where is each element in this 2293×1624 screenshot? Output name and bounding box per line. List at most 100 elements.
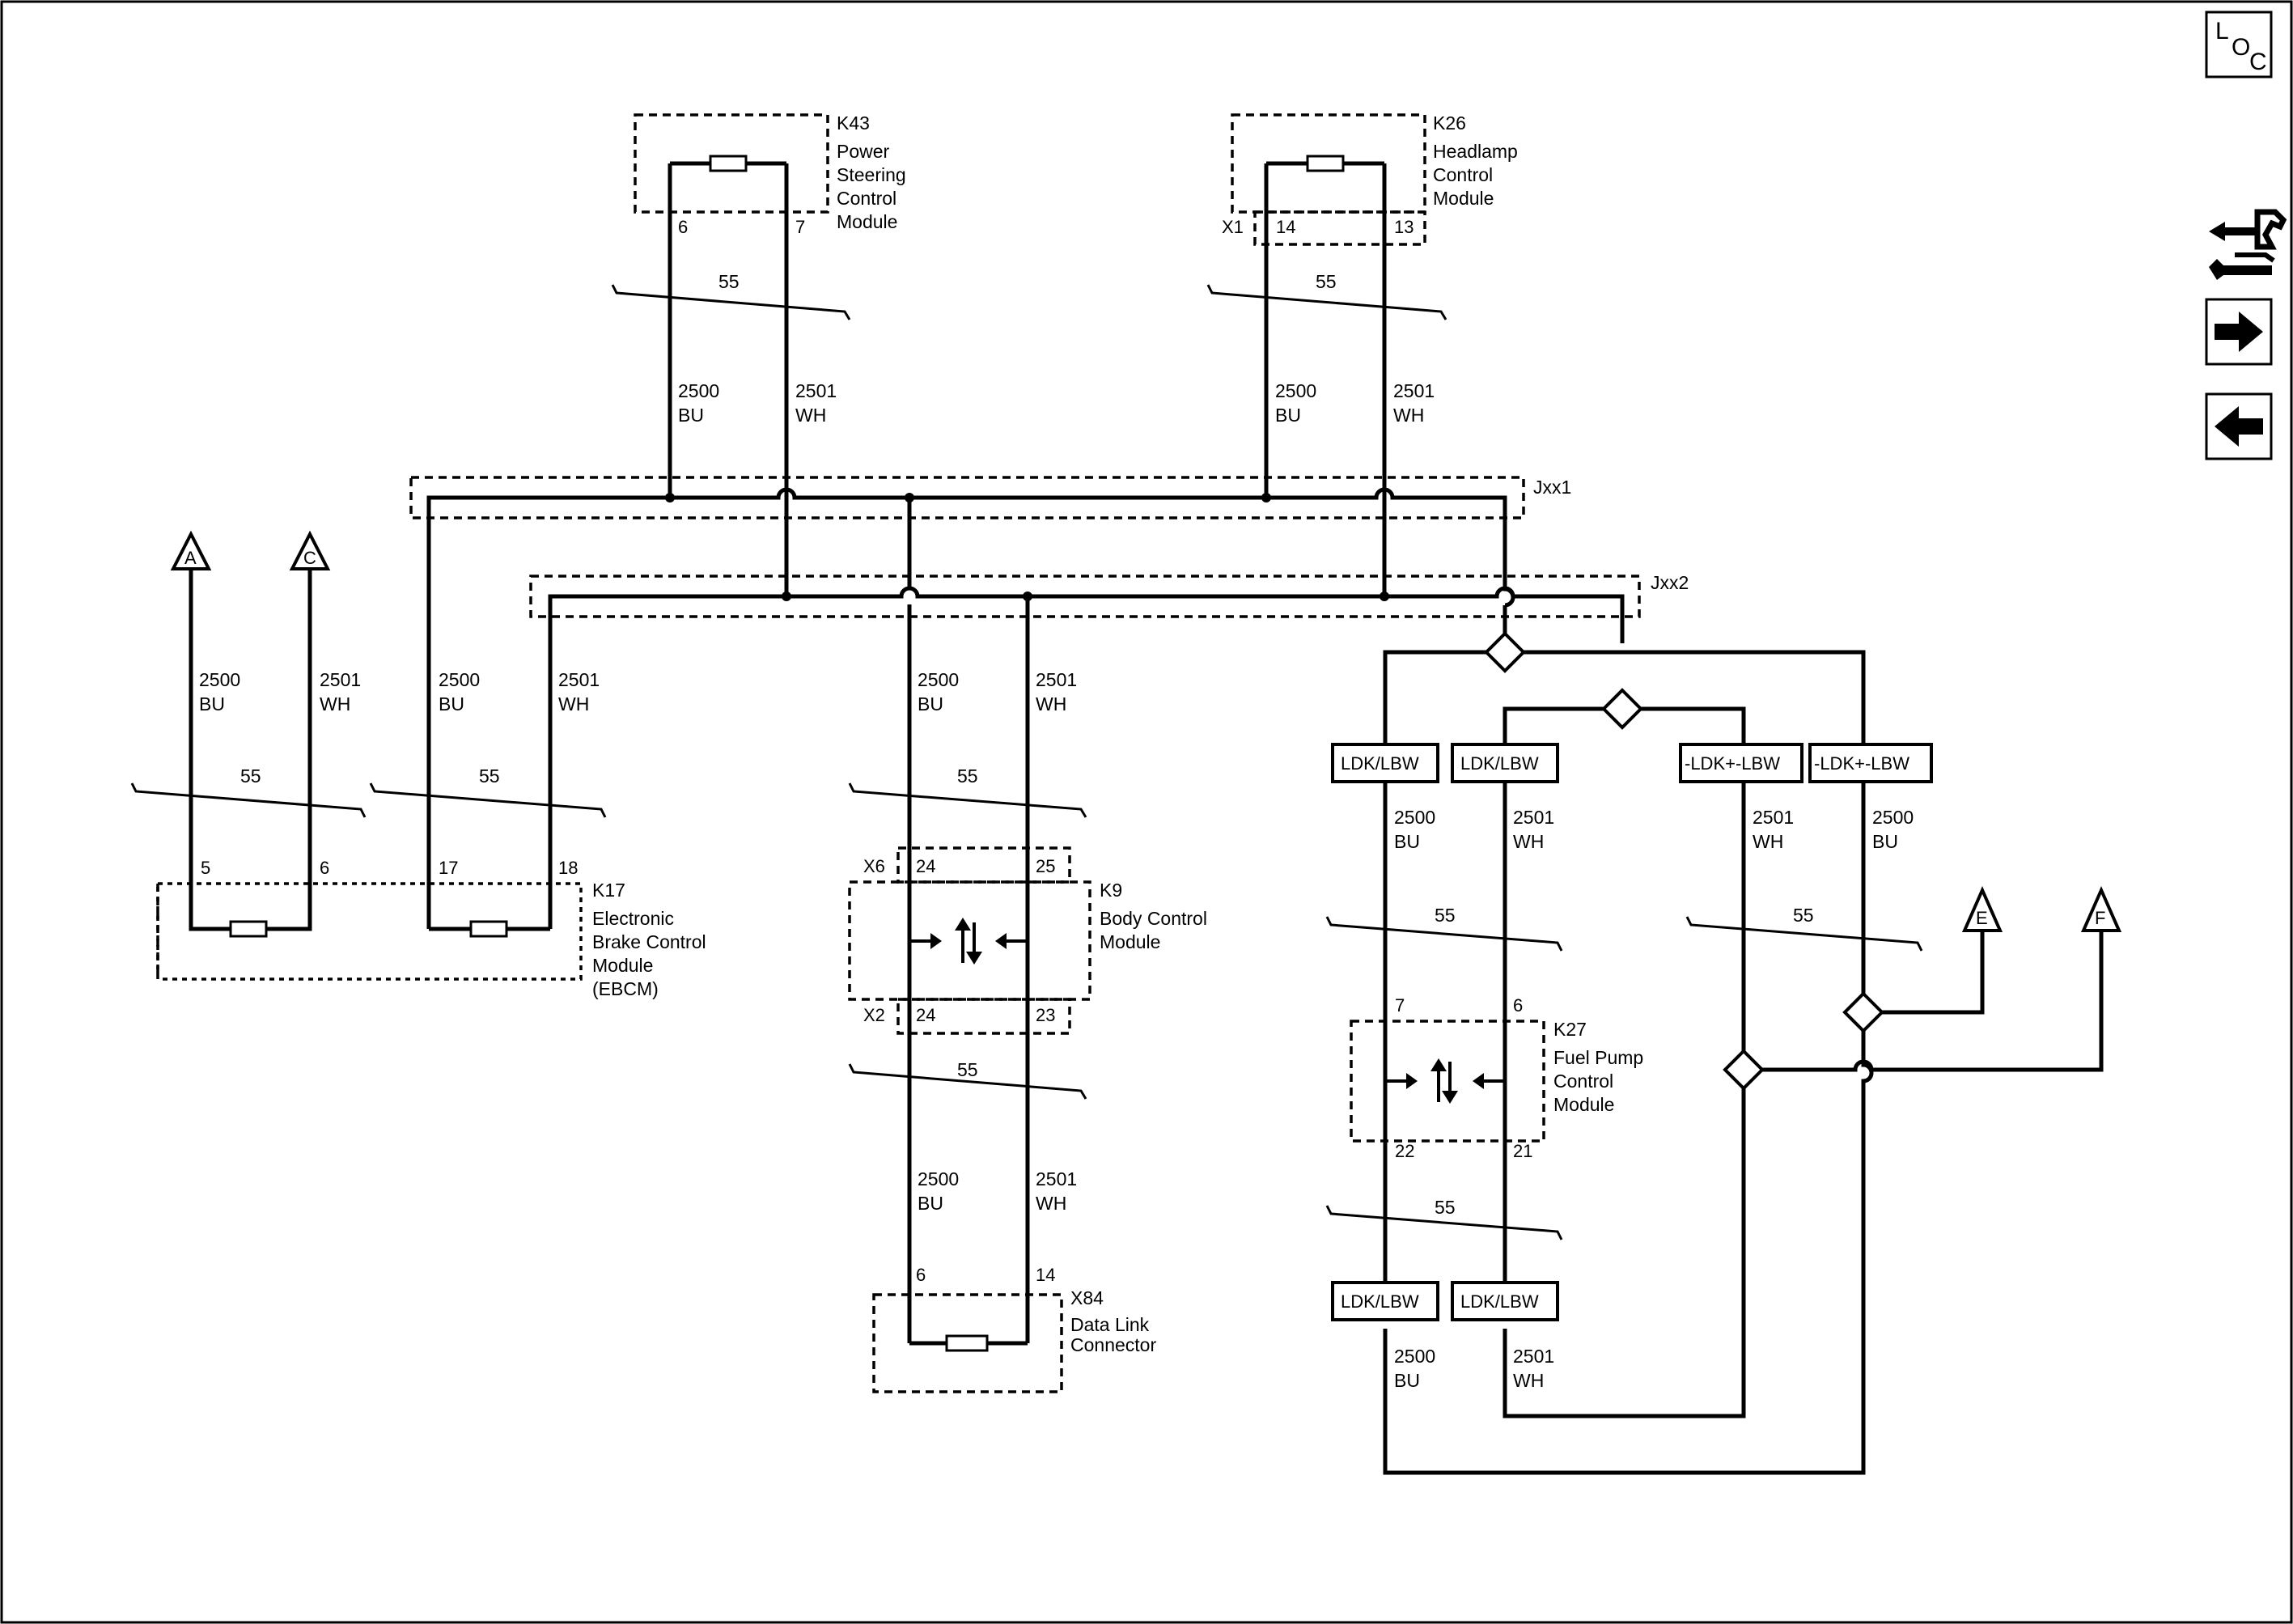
x84-ref: X84 <box>1070 1287 1104 1308</box>
svg-text:LDK/LBW: LDK/LBW <box>1460 1291 1539 1312</box>
k9-lower-circuit-2501: 2501 <box>1036 1168 1077 1189</box>
k43-name-1: Power <box>837 141 890 162</box>
k26-conn-x1: X1 <box>1222 217 1244 237</box>
k26-name-1: Headlamp <box>1433 141 1518 162</box>
k43-ref: K43 <box>837 112 870 134</box>
k9-conn-x2: X2 <box>863 1005 885 1025</box>
k27-pin-21: 21 <box>1513 1141 1532 1161</box>
k43-name-3: Control <box>837 188 896 209</box>
k9-upper-color-wh: WH <box>1036 693 1066 714</box>
twist-right-upper: 55 <box>1793 905 1814 926</box>
offpage-connector-a[interactable]: A <box>170 530 212 570</box>
twist-k9-lower: 55 <box>957 1059 978 1080</box>
module-k43[interactable]: K43 Power Steering Control Module 6 7 <box>634 112 906 496</box>
offpage-e-label: E <box>1976 908 1988 928</box>
k26-color-wh: WH <box>1393 405 1424 426</box>
offpage-a-label: A <box>184 548 197 568</box>
k43-circuit-2501: 2501 <box>795 380 837 401</box>
r-ldk1-circuit: 2500 <box>1394 807 1435 828</box>
ebcm-bus-bu-circuit: 2500 <box>439 669 480 690</box>
option-box-ldk-2: LDK/LBW <box>1451 743 1559 783</box>
r-notldk2-color: BU <box>1872 831 1898 852</box>
k9-pin-x2-23: 23 <box>1036 1005 1055 1025</box>
svg-text:-LDK+-LBW: -LDK+-LBW <box>1685 753 1780 774</box>
splice-jxx1-label: Jxx1 <box>1533 477 1571 498</box>
r-ldk1-color: BU <box>1394 831 1420 852</box>
arrow-left-icon <box>2215 406 2263 447</box>
option-box-not-ldk-2: -LDK+-LBW <box>1808 743 1933 783</box>
k9-upper-color-bu: BU <box>918 693 943 714</box>
option-box-not-ldk-1: -LDK+-LBW <box>1679 743 1803 783</box>
k17-pin-5: 5 <box>201 858 210 878</box>
r-notldk2-circuit: 2500 <box>1872 807 1914 828</box>
k27-lower-circuit-2501: 2501 <box>1513 1346 1554 1367</box>
k17-pin-17: 17 <box>439 858 458 878</box>
ebcm-bus-wh-circuit: 2501 <box>558 669 600 690</box>
k17-name-2: Brake Control <box>592 931 706 952</box>
ebcm-bus-bu-color: BU <box>439 693 464 714</box>
ebcm-c-circuit: 2501 <box>320 669 361 690</box>
next-page-button[interactable] <box>2205 298 2273 366</box>
ebcm-a-circuit: 2500 <box>199 669 240 690</box>
loc-letter-l: L <box>2215 18 2229 45</box>
k17-ref: K17 <box>592 880 625 901</box>
splice-f <box>1723 1049 1765 1091</box>
offpage-connector-f[interactable]: F <box>2080 886 2122 932</box>
k26-name-2: Control <box>1433 164 1493 185</box>
k27-ref: K27 <box>1553 1019 1587 1040</box>
arrow-right-icon <box>2215 312 2263 352</box>
k27-lower-color-bu: BU <box>1394 1370 1420 1391</box>
twist-ebcm-left: 55 <box>240 765 261 787</box>
twist-k26: 55 <box>1316 271 1337 292</box>
k17-name-1: Electronic <box>592 908 674 929</box>
splice-jxx1-outline <box>409 476 1525 519</box>
k9-upper-circuit-2500: 2500 <box>918 669 959 690</box>
twist-k27-upper: 55 <box>1435 905 1456 926</box>
k43-name-2: Steering <box>837 164 906 185</box>
offpage-c-label: C <box>303 548 316 568</box>
k27-name-3: Module <box>1553 1094 1614 1115</box>
offpage-f-label: F <box>2095 908 2105 928</box>
offpage-connector-c[interactable]: C <box>289 530 331 570</box>
module-k9-bcm[interactable]: X6 24 25 K9 Body Control Module X2 24 23 <box>848 846 1207 1035</box>
location-button[interactable]: L O C <box>2205 11 2273 78</box>
svg-text:LDK/LBW: LDK/LBW <box>1460 753 1539 774</box>
option-box-ldk-4: LDK/LBW <box>1451 1281 1559 1321</box>
module-k27-fpcm[interactable]: 7 6 22 21 K27 Fuel Pump Control Module <box>1350 995 1643 1161</box>
previous-page-button[interactable] <box>2205 392 2273 460</box>
bus-jxx1 <box>426 487 1515 929</box>
serial-data-transceiver-icon <box>909 918 1028 965</box>
twist-k9-upper: 55 <box>957 765 978 787</box>
module-k26[interactable]: K26 Headlamp Control Module X1 14 13 <box>1222 112 1518 496</box>
connector-end-view-icon[interactable] <box>2209 209 2287 280</box>
option-box-ldk-3: LDK/LBW <box>1331 1281 1439 1321</box>
twist-ebcm-right: 55 <box>479 765 500 787</box>
bus-jxx2 <box>548 586 1625 929</box>
twist-k27-lower: 55 <box>1435 1197 1456 1218</box>
module-k17-ebcm[interactable]: 5 6 17 18 K17 Electronic Brake Control M… <box>156 858 706 999</box>
option-splice-1 <box>1484 631 1526 673</box>
k26-name-3: Module <box>1433 188 1494 209</box>
k43-pin-6: 6 <box>678 217 688 237</box>
svg-text:-LDK+-LBW: -LDK+-LBW <box>1814 753 1909 774</box>
k9-pin-x6-25: 25 <box>1036 856 1055 876</box>
k9-name-1: Body Control <box>1100 908 1207 929</box>
k43-pin-7: 7 <box>795 217 805 237</box>
loc-letter-c: C <box>2249 49 2267 75</box>
k9-ref: K9 <box>1100 880 1122 901</box>
svg-text:LDK/LBW: LDK/LBW <box>1341 1291 1419 1312</box>
k26-circuit-2500: 2500 <box>1275 380 1316 401</box>
k43-circuit-2500: 2500 <box>678 380 719 401</box>
k43-color-bu: BU <box>678 405 704 426</box>
k9-pin-x6-24: 24 <box>916 856 935 876</box>
k26-pin-14: 14 <box>1276 217 1295 237</box>
k27-name-1: Fuel Pump <box>1553 1047 1643 1068</box>
r-notldk1-color: WH <box>1753 831 1783 852</box>
k9-lower-color-bu: BU <box>918 1193 943 1214</box>
offpage-connector-e[interactable]: E <box>1961 886 2003 932</box>
loc-letter-o: O <box>2232 34 2250 61</box>
module-x84-dlc[interactable]: 6 14 X84 Data Link Connector <box>872 1265 1156 1393</box>
k17-name-4: (EBCM) <box>592 978 659 999</box>
